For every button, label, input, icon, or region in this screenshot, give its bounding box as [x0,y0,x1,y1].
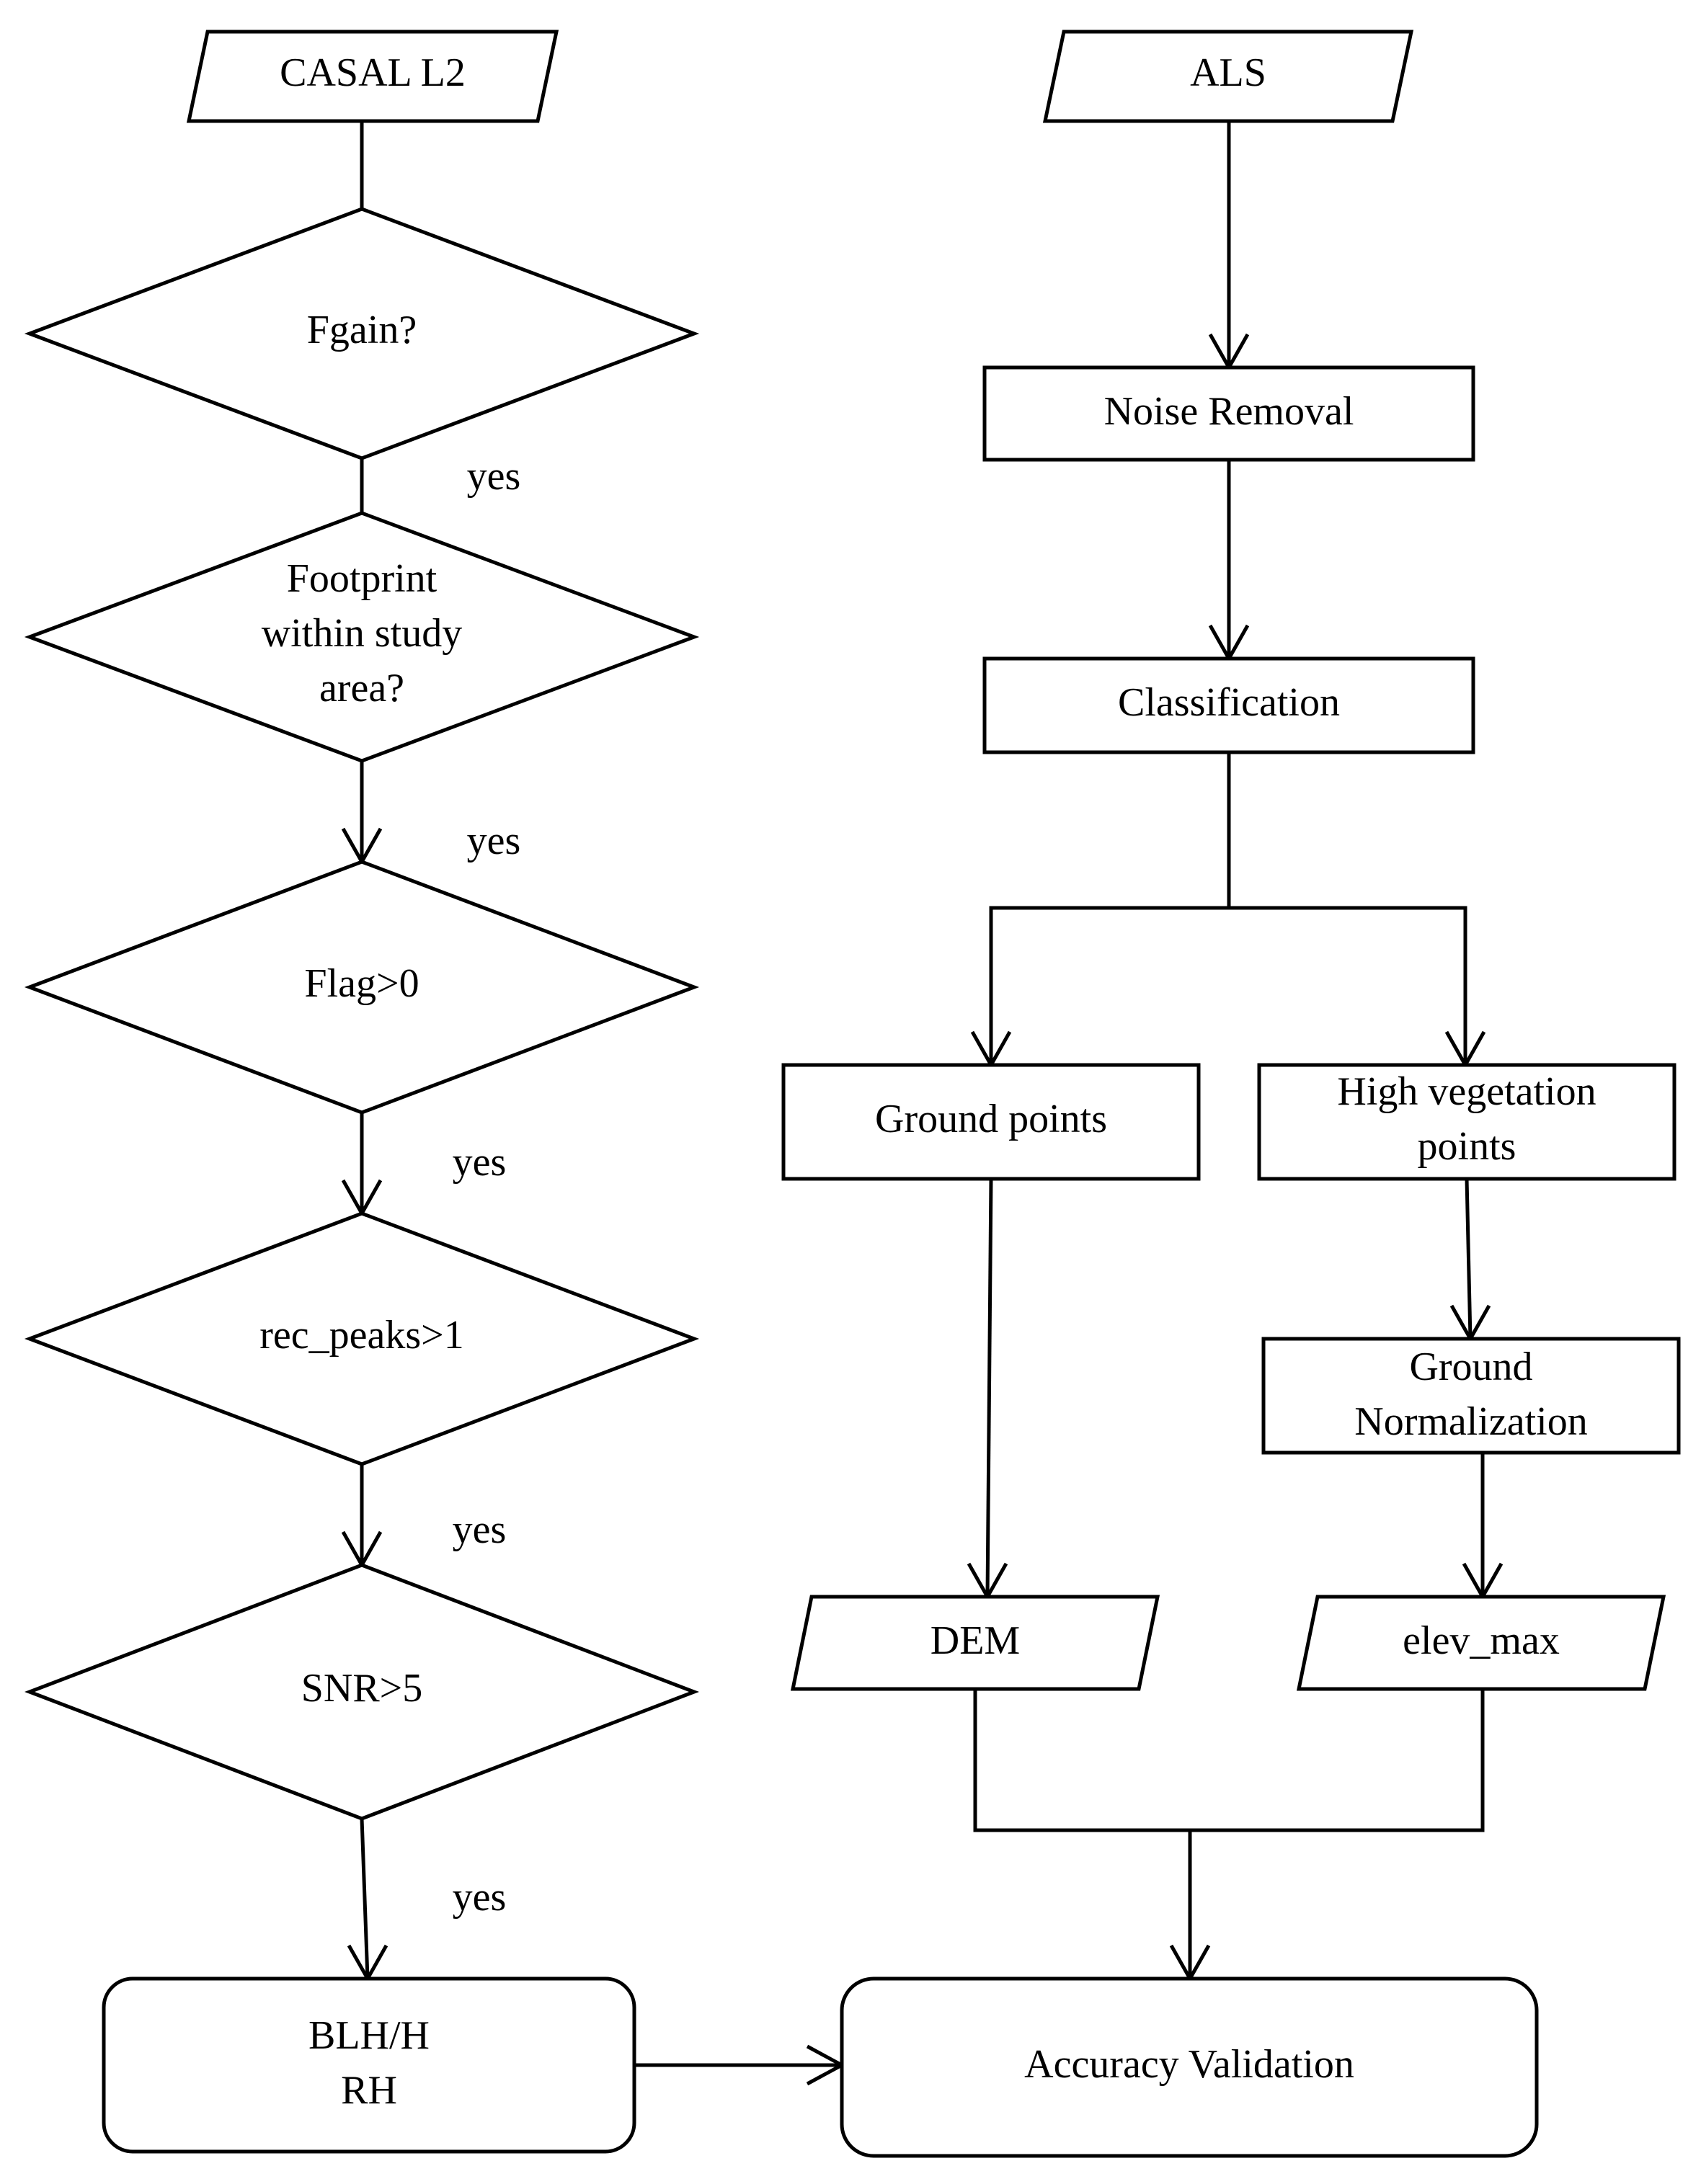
yes-label-2: yes [467,819,521,863]
node-classification: Classification [982,656,1475,754]
ground-normalization-label-line1: Ground [1409,1345,1532,1389]
ground-normalization-box [1261,1337,1681,1455]
als-label: ALS [1190,50,1266,95]
snr-label: SNR>5 [301,1666,423,1711]
classification-label: Classification [1118,680,1340,725]
elev-max-parallelogram [1296,1595,1666,1691]
node-casal-l2: CASAL L2 [186,30,559,123]
als-parallelogram [1042,30,1414,123]
node-rec-peaks: rec_peaks>1 [24,1211,700,1466]
dem-parallelogram [790,1595,1160,1691]
node-ground-normalization: Ground Normalization [1261,1337,1681,1455]
ground-points-label: Ground points [875,1097,1107,1141]
classification-box [982,656,1475,754]
node-snr: SNR>5 [24,1563,700,1821]
edge-split-to-vegetation [1229,906,1467,1065]
accuracy-validation-label: Accuracy Validation [1024,2042,1354,2087]
noise-removal-box [982,365,1475,462]
node-fgain: Fgain? [24,207,700,460]
blh-label-line1: BLH/H [308,2013,430,2058]
edge-snr-to-blh [360,1818,370,1979]
yes-label-4: yes [453,1507,507,1552]
node-high-vegetation: High vegetation points [1257,1063,1676,1181]
edge-split-to-ground [989,906,1229,1065]
flag-label: Flag>0 [304,961,419,1006]
node-dem: DEM [790,1595,1160,1691]
noise-removal-label: Noise Removal [1104,389,1354,434]
yes-label-5: yes [453,1875,507,1920]
node-blh-rh: BLH/H RH [102,1976,636,2154]
casal-l2-parallelogram [186,30,559,123]
node-als: ALS [1042,30,1414,123]
dem-label: DEM [931,1618,1020,1663]
accuracy-validation-box [840,1976,1539,2158]
edge-dem-elevmax-merge [973,1689,1485,1832]
node-accuracy-validation: Accuracy Validation [840,1976,1539,2158]
blh-label-line2: RH [341,2068,397,2113]
footprint-label-line3: area? [319,666,404,710]
node-footprint: Footprint within study area? [24,511,700,763]
edge-vegetation-to-normalization [1465,1178,1473,1340]
footprint-label-line2: within study [262,611,462,656]
node-noise-removal: Noise Removal [982,365,1475,462]
rec-peaks-label: rec_peaks>1 [259,1313,463,1358]
fgain-label: Fgain? [307,308,417,352]
high-vegetation-label-line1: High vegetation [1337,1069,1596,1114]
node-elev-max: elev_max [1296,1595,1666,1691]
footprint-label-line1: Footprint [287,556,438,601]
ground-normalization-label-line2: Normalization [1354,1399,1587,1444]
high-vegetation-label-line2: points [1418,1124,1516,1169]
edge-ground-to-dem [985,1178,993,1597]
elev-max-label: elev_max [1403,1618,1560,1663]
casal-l2-label: CASAL L2 [280,50,466,95]
yes-label-3: yes [453,1140,507,1185]
yes-label-1: yes [467,454,521,499]
node-ground-points: Ground points [781,1063,1201,1181]
node-flag: Flag>0 [24,860,700,1115]
high-vegetation-box [1257,1063,1676,1181]
ground-points-box [781,1063,1201,1181]
blh-rh-box [102,1976,636,2154]
